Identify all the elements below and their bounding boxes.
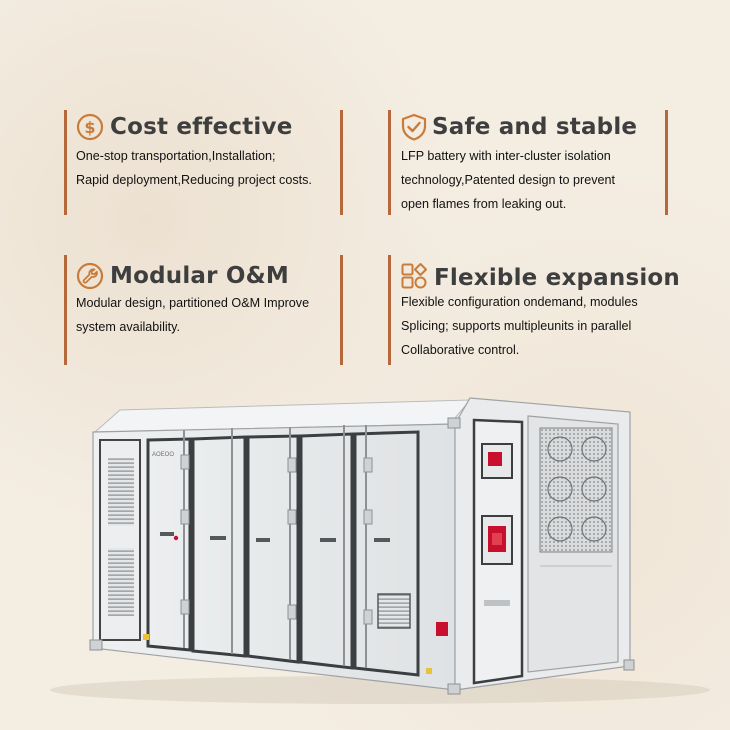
- feature-description-line: Flexible configuration ondemand, modules: [401, 295, 638, 309]
- feature-title: Modular O&M: [110, 263, 289, 289]
- feature-title: Cost effective: [110, 114, 293, 140]
- svg-text:$: $: [84, 118, 95, 137]
- wrench-icon: [76, 262, 104, 290]
- divider-bar: [388, 255, 391, 365]
- feature-description-line: Rapid deployment,Reducing project costs.: [76, 173, 312, 187]
- divider-bar: [340, 110, 343, 215]
- feature-description-line: LFP battery with inter-cluster isolation: [401, 149, 611, 163]
- shield-check-icon: [400, 113, 428, 141]
- shapes-icon: [400, 262, 428, 290]
- divider-bar: [665, 110, 668, 215]
- feature-description-line: open flames from leaking out.: [401, 197, 567, 211]
- energy-storage-container-image: AOEOO: [50, 397, 710, 704]
- dollar-coin-icon: $: [76, 113, 104, 141]
- divider-bar: [388, 110, 391, 215]
- feature-description-line: Collaborative control.: [401, 343, 520, 357]
- divider-bar: [340, 255, 343, 365]
- divider-bar: [64, 110, 67, 215]
- feature-description-line: Modular design, partitioned O&M Improve: [76, 296, 310, 310]
- feature-title: Safe and stable: [432, 114, 638, 140]
- feature-description-line: technology,Patented design to prevent: [401, 173, 616, 187]
- feature-description-line: Splicing; supports multipleunits in para…: [401, 319, 632, 333]
- feature-description-line: system availability.: [76, 320, 181, 334]
- divider-bar: [64, 255, 67, 365]
- feature-description-line: One-stop transportation,Installation;: [76, 149, 276, 163]
- container-brand-label: AOEOO: [152, 452, 174, 458]
- feature-title: Flexible expansion: [434, 265, 681, 291]
